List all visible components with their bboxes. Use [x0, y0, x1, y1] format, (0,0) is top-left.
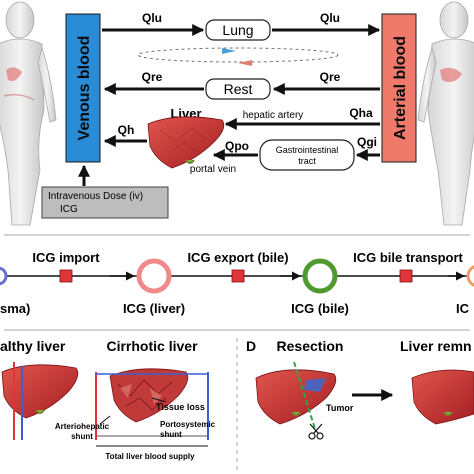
tissue-loss-label: Tissue loss	[156, 402, 205, 412]
resection-title: Resection	[277, 338, 344, 354]
feces-node	[466, 265, 474, 287]
panel-d-letter: D	[246, 338, 256, 354]
qre-label-right: Qre	[320, 70, 341, 84]
portal-vein-label: portal vein	[190, 164, 236, 175]
rest-box	[205, 78, 271, 100]
healthy-liver-image	[1, 362, 79, 440]
import-label: ICG import	[32, 250, 100, 265]
hepatic-artery-label: hepatic artery	[243, 110, 304, 121]
healthy-liver-title: althy liver	[0, 338, 66, 354]
qha-label: Qha	[349, 106, 373, 120]
remnant-liver-image	[411, 369, 474, 425]
liver-state-label: ICG (liver)	[123, 301, 185, 316]
arteriohepatic-label-2: shunt	[71, 432, 93, 441]
portosystemic-label-1: Portosystemic	[160, 420, 216, 429]
venous-blood-label: Venous blood	[76, 36, 93, 141]
qh-label: Qh	[118, 123, 135, 137]
export-square	[231, 269, 245, 283]
qpo-label: Qpo	[225, 139, 249, 153]
bile-transport-label: ICG bile transport	[353, 250, 463, 265]
gi-tract-label-1: Gastrointestinal	[276, 145, 339, 155]
tissue-loss-pointer	[151, 397, 167, 403]
portosystemic-label-2: shunt	[160, 430, 182, 439]
iv-dose-title: Intravenous Dose (iv)	[48, 191, 143, 202]
qlu-label-left: Qlu	[142, 11, 162, 25]
liver-node	[136, 258, 172, 294]
bile-state-label: ICG (bile)	[291, 301, 349, 316]
bile-transport-square	[399, 269, 413, 283]
circulation-oval	[137, 47, 339, 63]
circulation-arrow-blue	[222, 48, 236, 54]
iv-dose-box	[41, 186, 169, 219]
resection-liver-image	[255, 369, 337, 425]
arterial-blood-label: Arterial blood	[392, 36, 409, 140]
rest-label: Rest	[224, 81, 253, 97]
arteriohepatic-pointer	[99, 415, 111, 425]
plasma-node	[0, 266, 8, 286]
remnant-title: Liver remn	[400, 338, 472, 354]
human-figure-left	[0, 1, 57, 226]
export-label: ICG export (bile)	[187, 250, 288, 265]
plasma-state-label: sma)	[0, 301, 30, 316]
arterial-blood-box	[381, 13, 417, 163]
venous-blood-box	[65, 13, 101, 163]
liver-image	[147, 116, 225, 169]
import-square	[59, 269, 73, 283]
cirrhotic-liver-title: Cirrhotic liver	[106, 338, 198, 354]
scissors-icon	[308, 423, 324, 440]
bile-node	[302, 258, 338, 294]
lung-label: Lung	[222, 22, 253, 38]
iv-dose-drug: ICG	[60, 204, 78, 215]
gi-tract-label-2: tract	[298, 156, 316, 166]
human-figure-right	[417, 1, 474, 226]
resection-cut-line	[293, 361, 317, 433]
qre-label-left: Qre	[142, 70, 163, 84]
total-supply-label: Total liver blood supply	[105, 452, 195, 461]
gi-tract-box	[259, 139, 355, 171]
lung-box	[205, 19, 271, 41]
arteriohepatic-label-1: Arteriohepatic	[55, 422, 110, 431]
feces-state-label: IC	[456, 301, 470, 316]
qlu-label-right: Qlu	[320, 11, 340, 25]
tumor-label: Tumor	[326, 403, 354, 413]
circulation-arrow-red	[238, 60, 252, 66]
qgi-label: Qgi	[357, 135, 377, 149]
cirrhotic-liver-image	[109, 368, 189, 423]
